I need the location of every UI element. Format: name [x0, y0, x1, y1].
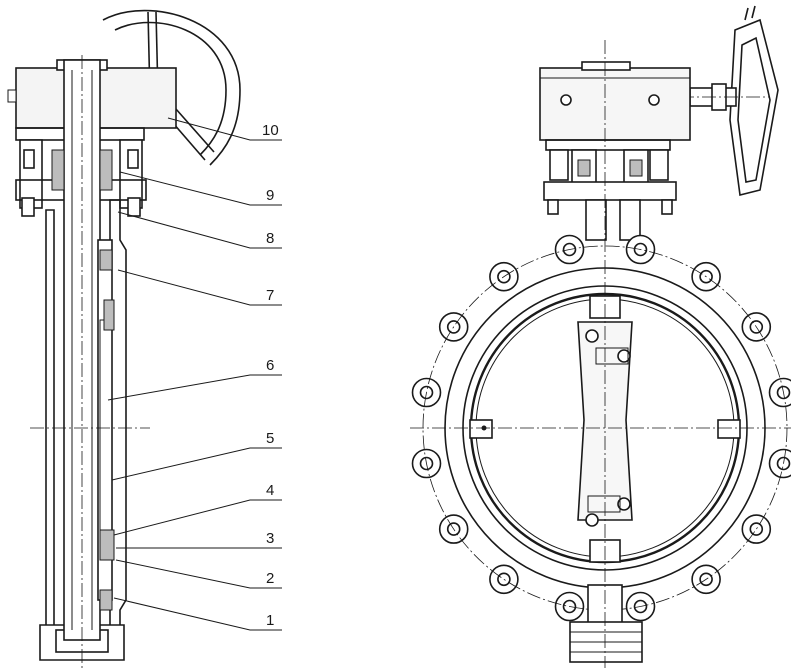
front-gearbox [539, 61, 691, 151]
callout-2: 2 [266, 570, 274, 587]
valve-body-section [39, 199, 127, 661]
callout-5: 5 [266, 430, 274, 447]
front-bracket [543, 149, 677, 241]
callout-leaders [107, 117, 282, 631]
callout-1: 1 [266, 612, 274, 629]
callout-4: 4 [266, 482, 274, 499]
packing-seals [51, 149, 115, 611]
callout-3: 3 [266, 530, 274, 547]
callout-9: 9 [266, 187, 274, 204]
side-section-view [7, 9, 241, 668]
callout-labels: 10 9 8 7 6 5 4 3 2 1 [262, 122, 279, 629]
callout-7: 7 [266, 287, 274, 304]
bolt-hole [749, 522, 764, 536]
callout-10: 10 [262, 122, 279, 139]
front-view [410, 5, 791, 668]
handwheel [680, 5, 779, 196]
callout-8: 8 [266, 230, 274, 247]
callout-6: 6 [266, 357, 274, 374]
